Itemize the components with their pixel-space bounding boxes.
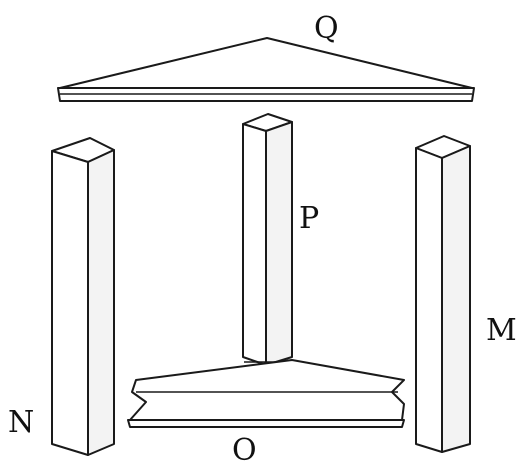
- label-n: N: [8, 405, 34, 440]
- label-p: P: [299, 201, 319, 236]
- center-column: [242, 113, 293, 373]
- label-o: O: [232, 433, 257, 466]
- left-column: [51, 137, 115, 456]
- label-m: M: [486, 313, 517, 348]
- right-column: [415, 135, 471, 453]
- label-q: Q: [314, 11, 339, 46]
- roof-triangle: [57, 37, 475, 102]
- base-platform: [127, 359, 405, 428]
